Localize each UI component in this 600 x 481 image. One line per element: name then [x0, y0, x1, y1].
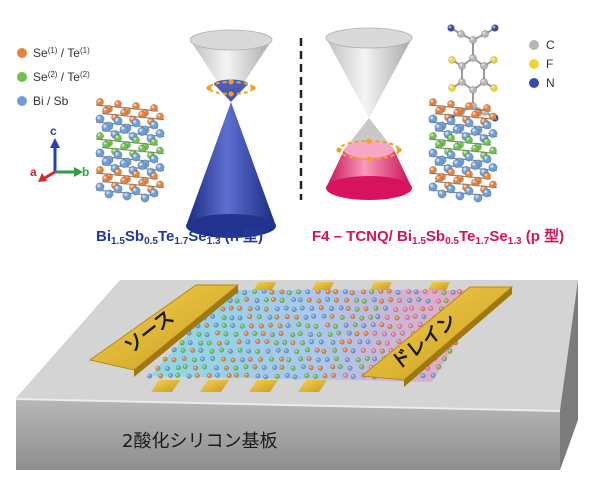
device-schematic: ソース ドレイン 2酸化シリコン基板	[16, 280, 578, 470]
a-axis-label: a	[30, 165, 37, 179]
svg-text:Se(1) / Te(1): Se(1) / Te(1)	[33, 46, 90, 60]
legend-item-se2-te2: Se(2) / Te(2)	[17, 70, 90, 84]
bi-sb-atom-icon	[17, 96, 27, 106]
substrate-label: 2酸化シリコン基板	[122, 431, 277, 452]
legend-item-bi-sb: Bi / Sb	[17, 94, 69, 108]
legend-item-se1-te1: Se(1) / Te(1)	[17, 46, 90, 60]
valence-cone-n	[186, 102, 276, 226]
dirac-cone-p-type	[326, 28, 412, 200]
hole-pocket-p	[344, 142, 394, 158]
caption-p-type: F4 – TCNQ/ Bi1.5Sb0.5Te1.7Se1.3 (p 型)	[312, 227, 564, 247]
legend-left: Se(1) / Te(1) Se(2) / Te(2) Bi / Sb	[17, 46, 90, 108]
se1-te1-atom-icon	[17, 48, 27, 58]
crystal-axes: c b a	[30, 124, 89, 182]
carbon-atom-icon	[529, 40, 539, 50]
legend-fluorine-label: F	[546, 57, 553, 71]
c-axis-label: c	[50, 124, 57, 138]
fluorine-atom-icon	[529, 59, 539, 69]
f4-tcnq-atoms	[448, 25, 499, 122]
legend-carbon-label: C	[546, 38, 555, 52]
b-axis-label: b	[82, 165, 89, 179]
se2-te2-atom-icon	[17, 72, 27, 82]
svg-text:Se(2) / Te(2): Se(2) / Te(2)	[33, 70, 90, 84]
legend-nitrogen-label: N	[546, 76, 555, 90]
nitrogen-atom-icon	[529, 78, 539, 88]
conduction-cone-p	[326, 38, 412, 118]
dirac-cone-n-type	[186, 30, 276, 238]
caption-n-type: Bi1.5Sb0.5Te1.7Se1.3 (n 型)	[96, 227, 263, 247]
legend-bi-sb-label: Bi / Sb	[33, 94, 69, 108]
crystal-structure-n-type	[96, 98, 164, 202]
legend-right: C F N	[529, 38, 555, 90]
